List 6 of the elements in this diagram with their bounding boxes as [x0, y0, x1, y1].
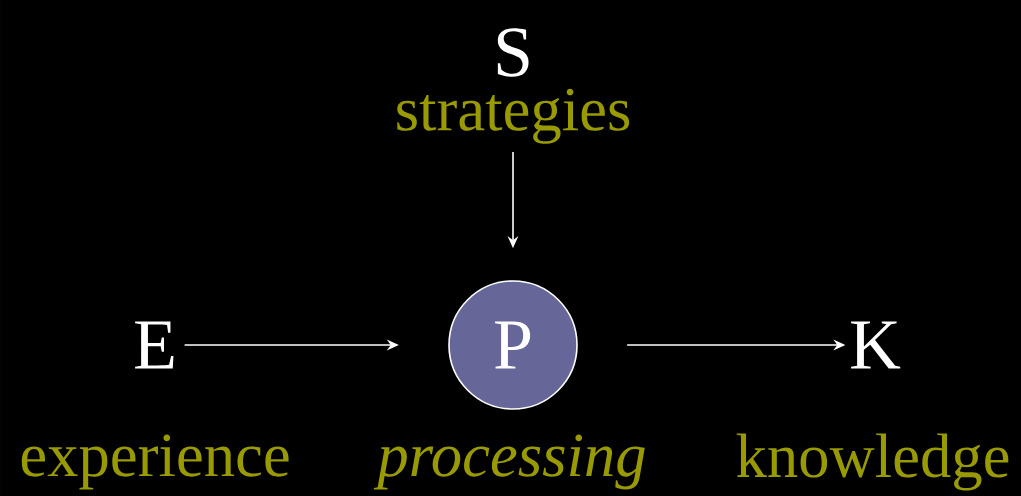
concept-letter: K [851, 321, 901, 369]
caption-word: processing [373, 434, 645, 490]
caption-word: knowledge [736, 433, 1009, 491]
concept-label: S strategies [397, 28, 630, 144]
caption-word: experience [21, 434, 289, 490]
concept-letter: E [135, 321, 174, 369]
